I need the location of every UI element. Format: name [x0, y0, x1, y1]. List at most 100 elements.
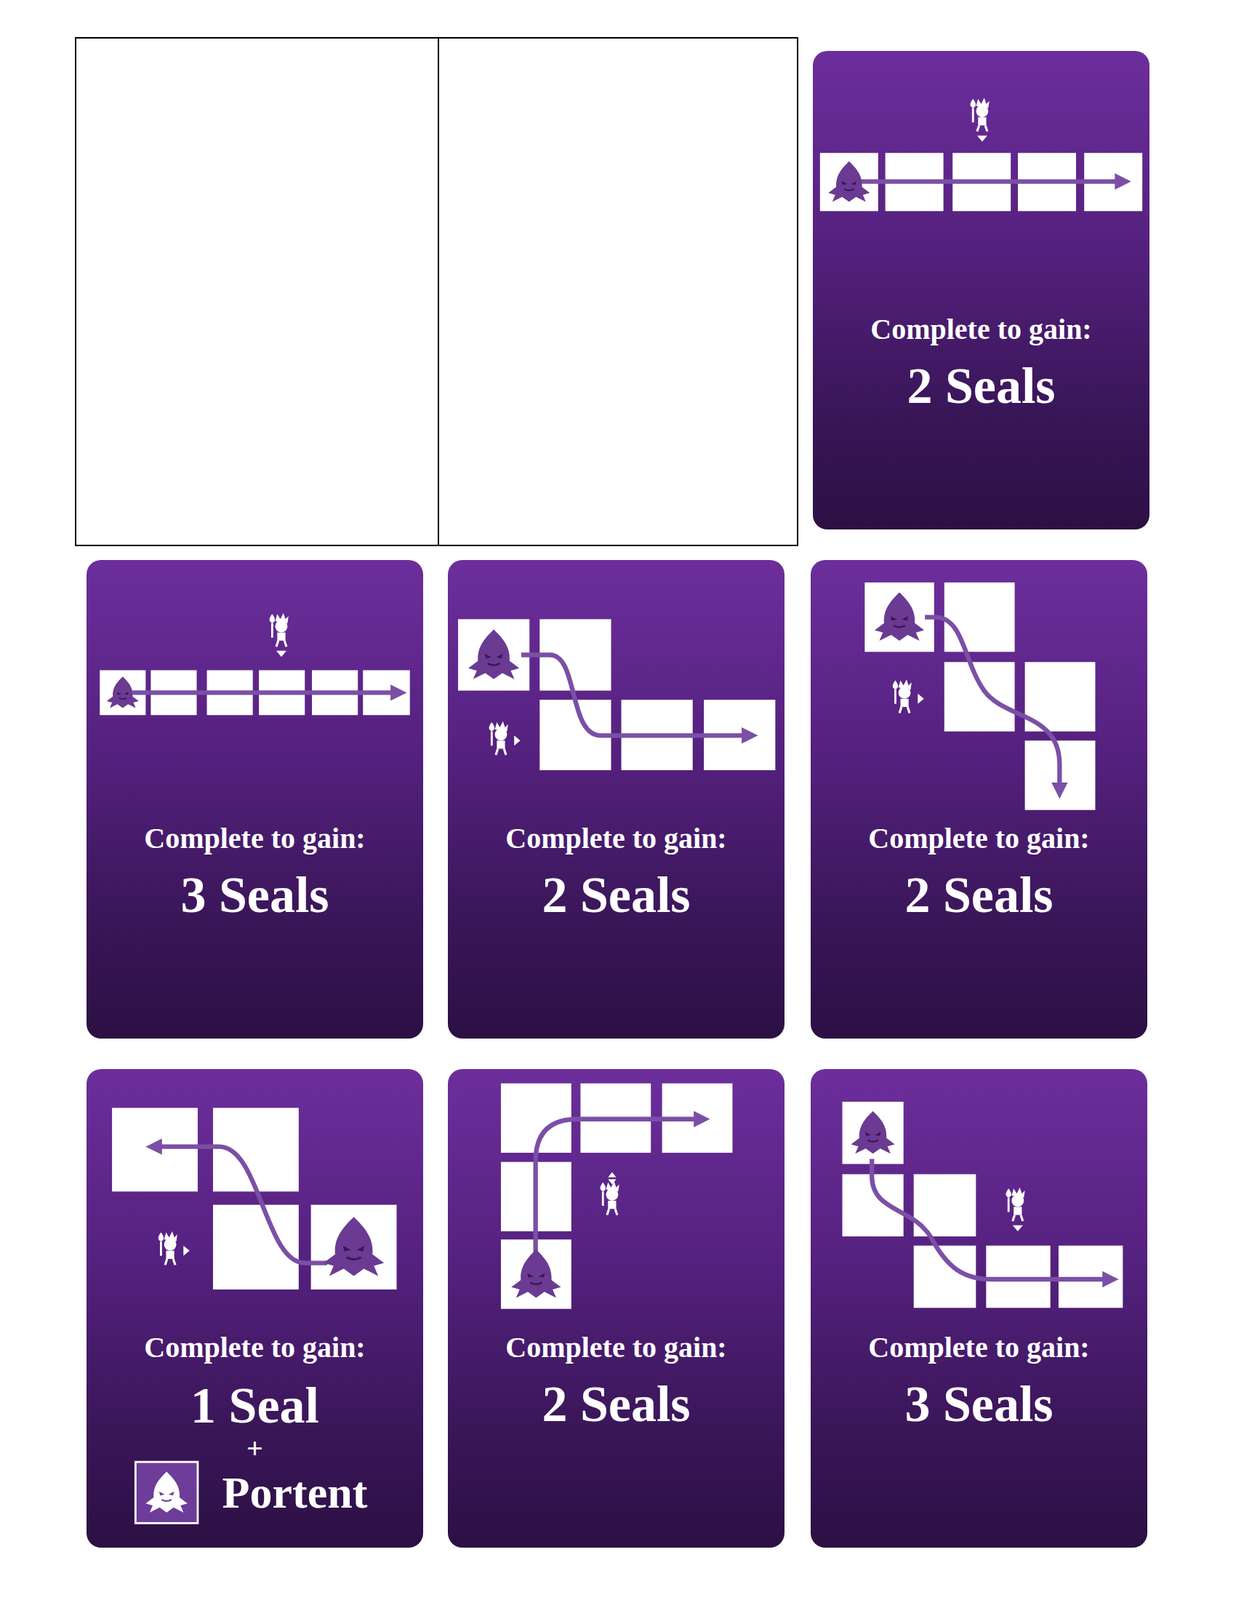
hero-torch: [602, 1190, 605, 1206]
reward-text: +: [246, 1432, 264, 1465]
reward-heading: Complete to gain:: [868, 822, 1090, 855]
movement-arrow: [132, 689, 395, 695]
monster-eye: [865, 1131, 872, 1136]
quest-card: Complete to gain: 2 Seals: [447, 1068, 785, 1548]
reward-text: 1 Seal: [190, 1376, 320, 1433]
monster-mouth: [119, 697, 127, 700]
hero-legs: [1012, 1214, 1023, 1221]
hero-legs: [276, 640, 287, 647]
hero-legs: [495, 748, 507, 755]
reward-text: 3 Seals: [180, 866, 329, 923]
monster-eye: [495, 653, 503, 659]
monster-eye: [484, 653, 492, 659]
hero-legs: [165, 1258, 176, 1265]
monster-eye: [841, 181, 848, 185]
monster-eye: [890, 615, 898, 621]
grid-square: [500, 1238, 572, 1308]
monster-icon: [323, 1216, 384, 1276]
reward-heading: Complete to gain:: [870, 313, 1092, 346]
blank-card: [438, 37, 798, 546]
monster-mouth: [867, 1140, 878, 1142]
grid-square: [1058, 1245, 1123, 1308]
monster-mouth: [530, 1281, 542, 1284]
hero-flame: [158, 1231, 164, 1242]
direction-marker: [1012, 1225, 1023, 1231]
hero-flame: [892, 680, 898, 690]
monster-icon: [106, 676, 139, 708]
reward-text: 2 Seals: [904, 866, 1053, 923]
blank-card: [75, 37, 439, 546]
monster-body: [468, 628, 520, 679]
hero-torch: [490, 731, 493, 746]
hero-head: [605, 1188, 618, 1201]
card-art: [810, 1068, 1148, 1548]
reward-text: 2 Seals: [906, 357, 1055, 414]
movement-arrow: [924, 617, 1060, 787]
monster-eye: [117, 691, 122, 695]
grid-square: [944, 661, 1015, 731]
movement-arrow: [157, 1146, 328, 1263]
monster-mouth: [161, 1499, 172, 1501]
reward-heading: Complete to gain:: [143, 1331, 365, 1364]
quest-card: Complete to gain: 1 Seal+Portent: [86, 1068, 424, 1548]
reward-heading: Complete to gain:: [143, 822, 365, 855]
hero-body: [496, 740, 505, 749]
movement-arrow: [535, 1118, 698, 1274]
grid-square: [944, 582, 1015, 652]
reward-text: Portent: [222, 1467, 368, 1517]
monster-body: [145, 1470, 188, 1512]
grid-square: [111, 1107, 198, 1191]
card-art: [86, 559, 424, 1039]
hero-body: [977, 117, 986, 126]
hero-torch: [1007, 1197, 1010, 1213]
card-art: [447, 1068, 785, 1548]
hero-flame: [1005, 1188, 1011, 1198]
hero-icon: [892, 679, 925, 713]
hero-flame: [269, 613, 275, 624]
monster-body: [874, 592, 925, 641]
monster-body: [106, 676, 139, 708]
hero-body: [607, 1200, 616, 1209]
direction-marker: [917, 693, 924, 704]
grid-squares: [99, 670, 411, 716]
monster-mouth: [844, 189, 855, 191]
monster-body: [511, 1249, 561, 1298]
direction-marker: [607, 1172, 616, 1178]
monster-mouth: [893, 625, 906, 627]
grid-squares: [842, 1101, 1124, 1308]
monster-eye: [901, 615, 909, 621]
direction-marker: [183, 1245, 190, 1256]
monster-eye: [343, 1245, 352, 1252]
monster-body: [828, 161, 870, 203]
reward-text: 2 Seals: [541, 1375, 690, 1432]
monster-eye: [356, 1245, 365, 1252]
hero-legs: [899, 706, 910, 713]
reward-heading: Complete to gain:: [505, 1331, 727, 1364]
grid-square: [864, 582, 934, 652]
grid-square: [842, 1101, 904, 1165]
hero-body: [1013, 1206, 1022, 1215]
monster-eye: [851, 181, 857, 185]
grid-squares: [864, 582, 1095, 810]
direction-marker: [276, 650, 287, 657]
hero-flame: [489, 721, 495, 732]
monster-icon: [145, 1470, 188, 1512]
grid-square: [213, 1204, 299, 1290]
hero-body: [277, 632, 286, 641]
hero-icon: [269, 612, 289, 657]
monster-body: [851, 1110, 896, 1154]
grid-square: [985, 1245, 1050, 1308]
monster-icon: [874, 592, 925, 641]
monster-eye: [527, 1272, 534, 1277]
monster-icon: [468, 628, 520, 679]
movement-arrow: [853, 178, 1119, 184]
reward-text: 3 Seals: [904, 1375, 1053, 1432]
hero-icon: [600, 1172, 620, 1215]
hero-torch: [159, 1241, 163, 1256]
direction-marker: [977, 135, 988, 142]
monster-eye: [874, 1131, 881, 1136]
direction-marker: [607, 1179, 616, 1185]
hero-body: [165, 1250, 174, 1259]
grid-squares: [500, 1083, 733, 1309]
